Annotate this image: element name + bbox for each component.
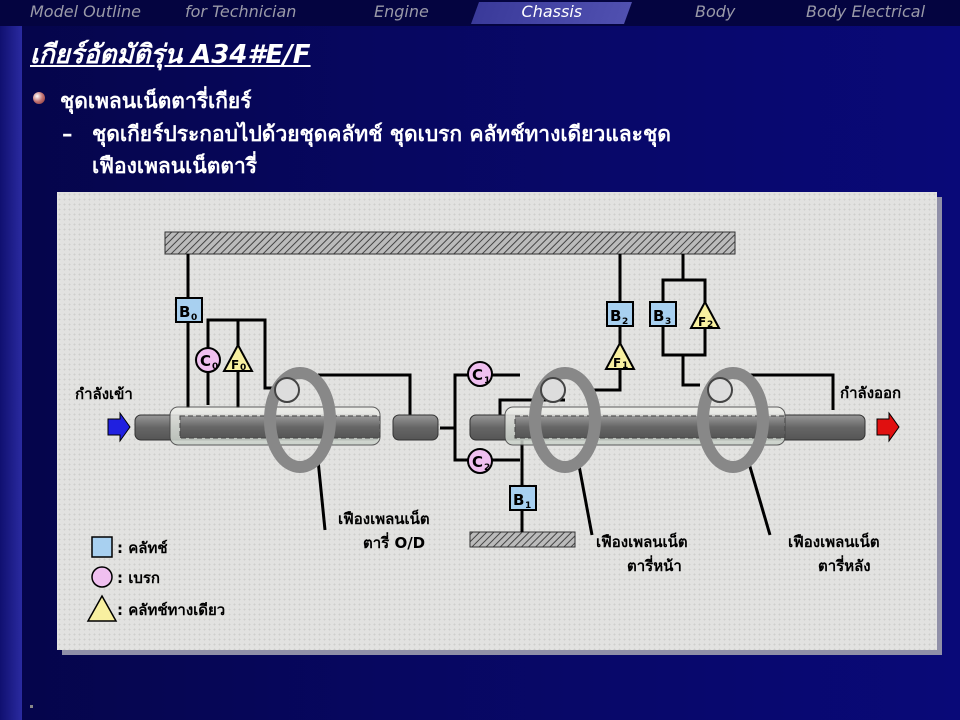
- housing-top: [164, 231, 736, 255]
- tab-body-electrical[interactable]: Body Electrical: [806, 2, 926, 21]
- legend-clutch-icon: [91, 536, 113, 558]
- bullet-text: ชุดเพลนเน็ตตารี่เกียร์: [60, 89, 252, 113]
- page-title: เกียร์อัตมัติรุ่น A34#E/F: [30, 40, 311, 70]
- svg-text:B: B: [513, 491, 524, 509]
- tab-model-outline[interactable]: Model Outline: [30, 2, 142, 21]
- callout-rear-1: เฟืองเพลนเน็ต: [788, 532, 880, 551]
- legend-brake-icon: [91, 566, 113, 588]
- output-label: กำลังออก: [840, 384, 901, 402]
- svg-text:2: 2: [622, 317, 628, 327]
- sub-bullet-line2: เฟืองเพลนเน็ตตารี่: [92, 154, 258, 178]
- svg-text:0: 0: [191, 313, 197, 323]
- output-arrow-icon: [876, 411, 900, 443]
- housing-bottom: [469, 531, 576, 548]
- legend-brake: : เบรก: [117, 569, 160, 587]
- tab-engine[interactable]: Engine: [374, 2, 429, 21]
- svg-text:2: 2: [484, 463, 490, 473]
- svg-text:0: 0: [212, 362, 218, 372]
- top-nav: Model Outline for Technician Engine Chas…: [0, 0, 960, 26]
- legend-oneway: : คลัทช์ทางเดียว: [117, 601, 225, 619]
- sub-bullet-text: –ชุดเกียร์ประกอบไปด้วยชุดคลัทช์ ชุดเบรก …: [62, 118, 922, 182]
- input-label: กำลังเข้า: [75, 385, 133, 403]
- svg-text:B: B: [610, 307, 621, 325]
- svg-text:1: 1: [525, 501, 531, 511]
- svg-text:B: B: [653, 307, 664, 325]
- svg-text:3: 3: [665, 317, 671, 327]
- svg-text:1: 1: [484, 376, 490, 386]
- svg-text:F: F: [613, 356, 621, 370]
- tab-body[interactable]: Body: [695, 2, 736, 21]
- slide-marker: [30, 705, 33, 708]
- svg-text:C: C: [200, 352, 211, 370]
- svg-text:1: 1: [622, 361, 628, 371]
- input-arrow-icon: [107, 411, 131, 443]
- sub-bullet-line1: ชุดเกียร์ประกอบไปด้วยชุดคลัทช์ ชุดเบรก ค…: [92, 122, 671, 146]
- sidebar-strip: [0, 0, 22, 720]
- intermediate-shaft: [392, 414, 439, 441]
- planetary-od: [264, 367, 336, 473]
- planetary-rear: [697, 367, 769, 473]
- svg-text:C: C: [472, 453, 483, 471]
- svg-text:F: F: [231, 358, 239, 372]
- callout-rear-2: ตารี่หลัง: [818, 555, 871, 575]
- svg-text:B: B: [179, 303, 190, 321]
- planetary-front: [529, 367, 601, 473]
- svg-text:0: 0: [240, 363, 246, 373]
- callout-front-1: เฟืองเพลนเน็ต: [596, 532, 688, 551]
- callout-od-2: ตารี่ O/D: [363, 532, 425, 552]
- dash: –: [62, 122, 73, 146]
- legend-oneway-icon: [86, 594, 118, 622]
- legend-clutch: : คลัทช์: [117, 539, 168, 557]
- svg-text:F: F: [698, 315, 706, 329]
- callout-front-2: ตารี่หน้า: [627, 555, 682, 575]
- svg-text:C: C: [472, 366, 483, 384]
- tab-for-technician[interactable]: for Technician: [185, 2, 297, 21]
- svg-text:2: 2: [707, 320, 713, 330]
- callout-od-1: เฟืองเพลนเน็ต: [338, 509, 430, 528]
- bullet-icon: [33, 92, 45, 104]
